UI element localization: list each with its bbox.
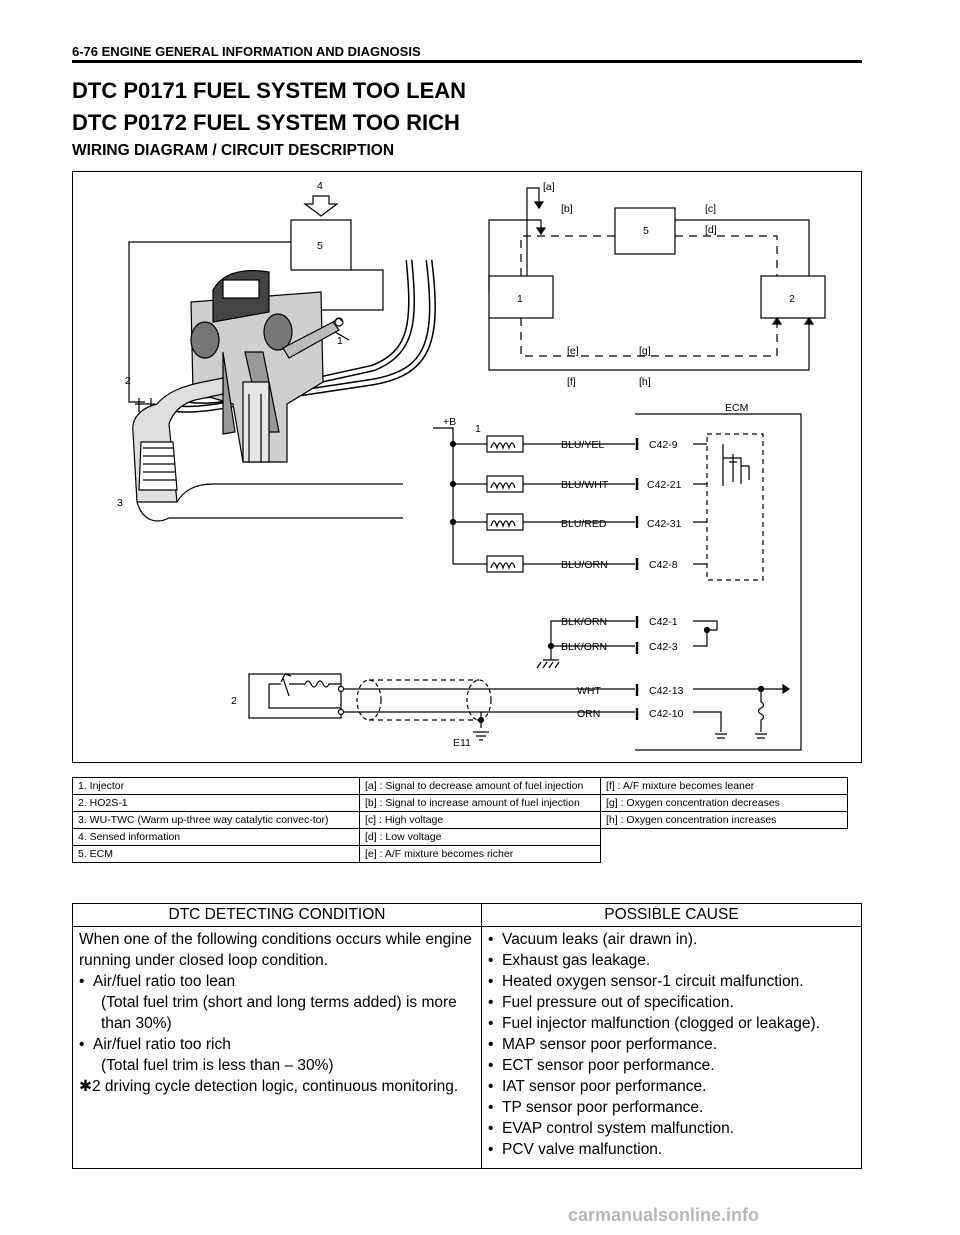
wire-4: BLK/ORN — [561, 616, 607, 628]
callout-3: 3 — [117, 497, 123, 509]
cause-item: Fuel injector malfunction (clogged or le… — [488, 1013, 857, 1034]
loop-label-d: [d] — [705, 224, 717, 236]
asterisk-icon: ✱ — [79, 1078, 92, 1095]
feedback-loop: 5 1 2 [a] [b] [c] [d] [e] [g] [f] [h] — [488, 181, 826, 388]
loop-label-h: [h] — [639, 376, 651, 388]
wiring-diagram: 4 5 1 2 3 — [72, 171, 862, 763]
cause-item: PCV valve malfunction. — [488, 1139, 857, 1160]
table-row: DTC DETECTING CONDITION POSSIBLE CAUSE — [72, 903, 862, 927]
sensor-label: 2 — [231, 695, 237, 707]
loop-label-e: [e] — [567, 345, 579, 357]
terminal-4: C42-1 — [649, 616, 678, 628]
running-head: 6-76 ENGINE GENERAL INFORMATION AND DIAG… — [72, 44, 421, 59]
engine-illustration: 4 5 1 2 3 — [117, 180, 436, 522]
watermark: carmanualsonline.info — [568, 1205, 760, 1225]
ground-label: E11 — [453, 737, 471, 749]
table-row: 4. Sensed information [d] : Low voltage — [72, 828, 848, 846]
callout-4: 4 — [317, 180, 323, 192]
wire-2: BLU/RED — [561, 518, 607, 530]
wire-5: BLK/ORN — [561, 641, 607, 653]
wire-7: ORN — [577, 708, 600, 720]
wire-6: WHT — [577, 685, 601, 697]
supply-label: +B — [443, 416, 456, 428]
terminal-1: C42-21 — [647, 479, 682, 491]
loop-box-1: 1 — [517, 293, 523, 305]
header-rule — [72, 60, 862, 63]
terminal-0: C42-9 — [649, 439, 678, 451]
legend-cell: 2. HO2S-1 — [72, 794, 360, 812]
terminal-5: C42-3 — [649, 641, 678, 653]
cause-header: POSSIBLE CAUSE — [481, 903, 862, 927]
ecm-circuit: ECM +B 1 — [231, 402, 802, 751]
injector-coils — [453, 435, 635, 573]
condition-cell: When one of the following conditions occ… — [72, 926, 482, 1169]
loop-label-c: [c] — [705, 203, 716, 215]
ho2s-sensor — [248, 673, 342, 719]
wire-1: BLU/WHT — [561, 479, 609, 491]
callout-2: 2 — [125, 375, 131, 387]
cause-item: MAP sensor poor performance. — [488, 1034, 857, 1055]
legend-cell: 5. ECM — [72, 845, 360, 863]
dtc-lean-title: DTC P0171 FUEL SYSTEM TOO LEAN — [72, 78, 467, 103]
condition-lean: Air/fuel ratio too lean — [79, 971, 477, 992]
loop-box-5: 5 — [643, 225, 649, 237]
condition-intro: When one of the following conditions occ… — [79, 931, 472, 969]
dtc-rich-title: DTC P0172 FUEL SYSTEM TOO RICH — [72, 110, 460, 135]
loop-box-2: 2 — [789, 293, 795, 305]
cause-item: Fuel pressure out of specification. — [488, 992, 857, 1013]
legend-cell: [h] : Oxygen concentration increases — [600, 811, 848, 829]
loop-label-g: [g] — [639, 345, 651, 357]
legend-cell: 3. WU-TWC (Warm up-three way catalytic c… — [72, 811, 360, 829]
cause-item: IAT sensor poor performance. — [488, 1076, 857, 1097]
table-row: 1. Injector [a] : Signal to decrease amo… — [72, 777, 848, 795]
cause-item: TP sensor poor performance. — [488, 1097, 857, 1118]
condition-logic: ✱2 driving cycle detection logic, contin… — [79, 1078, 459, 1095]
cause-item: ECT sensor poor performance. — [488, 1055, 857, 1076]
legend-cell: [a] : Signal to decrease amount of fuel … — [359, 777, 601, 795]
condition-rich-detail: (Total fuel trim is less than – 30%) — [101, 1057, 334, 1074]
callout-5: 5 — [317, 240, 323, 252]
loop-ecm-box — [614, 207, 676, 255]
cause-item: EVAP control system malfunction. — [488, 1118, 857, 1139]
legend-cell: [g] : Oxygen concentration decreases — [600, 794, 848, 812]
terminal-3: C42-8 — [649, 559, 678, 571]
legend-cell: [c] : High voltage — [359, 811, 601, 829]
legend-cell: 1. Injector — [72, 777, 360, 795]
loop-label-f: [f] — [567, 376, 576, 388]
cause-item: Vacuum leaks (air drawn in). — [488, 929, 857, 950]
table-row: 3. WU-TWC (Warm up-three way catalytic c… — [72, 811, 848, 829]
ecm-label: ECM — [725, 402, 748, 414]
dtc-table: DTC DETECTING CONDITION POSSIBLE CAUSE W… — [72, 903, 862, 1169]
cause-cell: Vacuum leaks (air drawn in). Exhaust gas… — [481, 926, 862, 1169]
cause-item: Exhaust gas leakage. — [488, 950, 857, 971]
table-row: 2. HO2S-1 [b] : Signal to increase amoun… — [72, 794, 848, 812]
wire-0: BLU/YEL — [561, 439, 604, 451]
legend-cell: [e] : A/F mixture becomes richer — [359, 845, 601, 863]
loop-label-b: [b] — [561, 203, 573, 215]
terminal-6: C42-13 — [649, 685, 684, 697]
legend-table: 1. Injector [a] : Signal to decrease amo… — [72, 777, 848, 863]
loop-ho2s-box — [760, 275, 826, 319]
terminal-7: C42-10 — [649, 708, 684, 720]
cause-item: Heated oxygen sensor-1 circuit malfuncti… — [488, 971, 857, 992]
condition-lean-detail: (Total fuel trim (short and long terms a… — [101, 994, 457, 1032]
condition-header: DTC DETECTING CONDITION — [72, 903, 482, 927]
loop-label-a: [a] — [543, 181, 555, 193]
table-row: 5. ECM [e] : A/F mixture becomes richer — [72, 845, 848, 863]
legend-cell: [f] : A/F mixture becomes leaner — [600, 777, 848, 795]
terminal-2: C42-31 — [647, 518, 682, 530]
wire-3: BLU/ORN — [561, 559, 608, 571]
table-row: When one of the following conditions occ… — [72, 926, 862, 1169]
legend-cell: 4. Sensed information — [72, 828, 360, 846]
callout-1: 1 — [337, 335, 343, 347]
injector-label: 1 — [475, 423, 481, 435]
engine-ecm-box — [290, 219, 352, 271]
legend-cell: [b] : Signal to increase amount of fuel … — [359, 794, 601, 812]
condition-rich: Air/fuel ratio too rich — [79, 1034, 477, 1055]
section-title: WIRING DIAGRAM / CIRCUIT DESCRIPTION — [72, 142, 395, 159]
legend-cell: [d] : Low voltage — [359, 828, 601, 846]
